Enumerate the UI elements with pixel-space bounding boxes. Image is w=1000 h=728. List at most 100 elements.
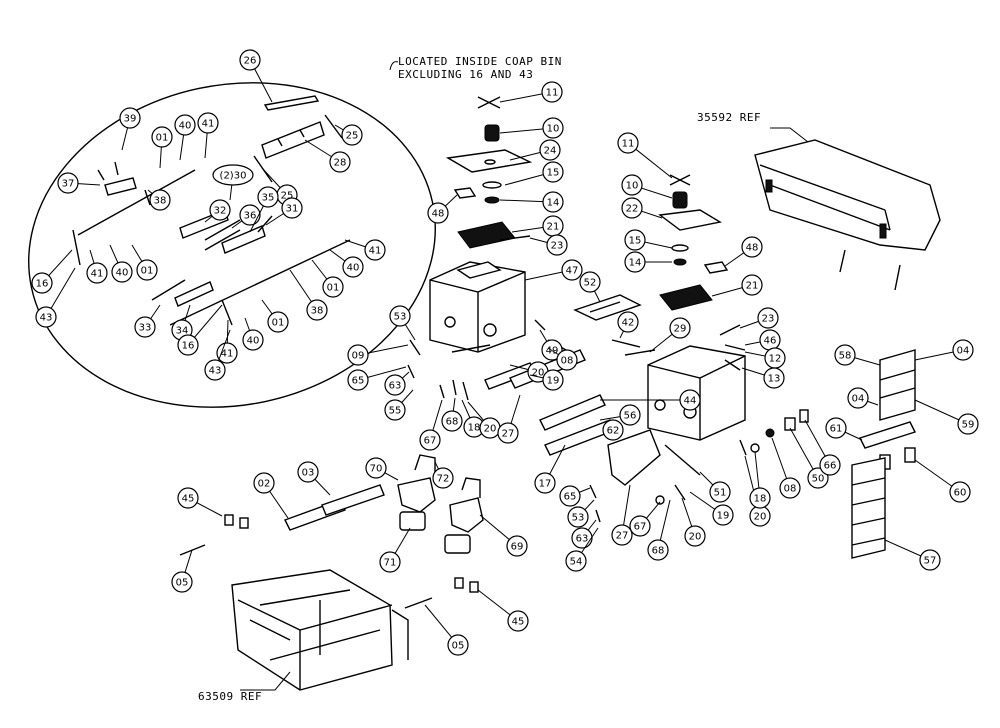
callout-label: 54 — [570, 557, 583, 568]
callout-20: 20 — [681, 497, 706, 547]
part-14-washer — [484, 196, 500, 204]
ladder-parts — [851, 349, 916, 559]
part-22-plate — [658, 209, 722, 231]
note-inside-bin-line1: LOCATED INSIDE COAP BIN — [398, 55, 562, 68]
callout-label: 57 — [924, 556, 937, 567]
part-68-bolt — [452, 379, 457, 396]
part-29-pin — [624, 349, 656, 356]
callout-label: 68 — [446, 417, 459, 428]
callout-bubble — [542, 191, 564, 213]
callout-40: 40 — [242, 317, 264, 351]
callout-bubble — [447, 634, 469, 656]
inset-note-leader — [389, 61, 399, 71]
callout-23: 23 — [529, 234, 568, 256]
part-42-pin — [611, 339, 641, 348]
callout-69: 69 — [479, 514, 528, 557]
callout-label: 23 — [551, 241, 564, 252]
part-20-bolt — [462, 381, 469, 401]
part-15-washer-right — [671, 244, 689, 252]
callout-label: 60 — [954, 488, 967, 499]
callout-08: 08 — [547, 347, 578, 371]
shaft-lower — [169, 239, 351, 326]
callout-label: 31 — [286, 204, 299, 215]
callout-26: 26 — [239, 49, 273, 103]
ref-35592-leader — [770, 127, 809, 143]
callout-bubble — [819, 454, 841, 476]
callout-20: 20 — [744, 455, 771, 527]
callout-label: 26 — [244, 56, 257, 67]
part-39-pin — [114, 161, 119, 176]
callout-bubble — [542, 117, 564, 139]
part-50-block — [784, 417, 796, 431]
callout-57: 57 — [884, 539, 941, 571]
callout-label: 41 — [221, 349, 234, 360]
callout-40: 40 — [109, 244, 133, 283]
callout-label: 19 — [547, 376, 560, 387]
callout-label: 15 — [547, 168, 560, 179]
callout-label: 14 — [629, 258, 642, 269]
callout-bubble — [111, 261, 133, 283]
callout-bubble — [556, 349, 578, 371]
callout-label: 43 — [209, 366, 222, 377]
callout-bubble — [952, 339, 974, 361]
part-65-bolt-b — [589, 484, 597, 499]
part-11-nut — [477, 96, 501, 109]
callout-63: 63 — [571, 519, 597, 549]
callout-label: 43 — [40, 313, 53, 324]
callout-01: 01 — [151, 126, 173, 169]
callout-bubble — [364, 239, 386, 261]
part-14-washer-right — [673, 258, 687, 266]
callout-10: 10 — [499, 117, 564, 139]
callout-label: 25 — [281, 191, 294, 202]
callout-label: 01 — [327, 283, 340, 294]
part-57-ladder — [851, 457, 886, 559]
part-28-plate — [261, 121, 325, 159]
callout-bubble — [197, 112, 219, 134]
callout-bubble — [239, 204, 261, 226]
callout-bubble — [497, 422, 519, 444]
callout-31: 31 — [265, 197, 303, 226]
callout-19: 19 — [529, 369, 564, 391]
part-03-rail — [321, 484, 385, 516]
callout-bubble — [57, 172, 79, 194]
callout-15: 15 — [504, 161, 564, 186]
part-20-bolt-b — [739, 439, 747, 456]
part-27-chute — [607, 429, 661, 486]
part-24-hole — [484, 159, 496, 165]
callout-39: 39 — [119, 107, 141, 151]
bracket-35592-leg-b — [894, 264, 901, 291]
callout-04: 04 — [914, 339, 974, 361]
callout-23: 23 — [739, 307, 779, 329]
callout-72: 72 — [432, 461, 454, 489]
part-24-plate — [445, 149, 533, 173]
callout-label: 50 — [812, 474, 825, 485]
part-25-rod-a — [324, 114, 343, 139]
callout-bubble — [507, 610, 529, 632]
callout-label: 42 — [622, 318, 635, 329]
part-52-tray — [573, 294, 642, 321]
callout-label: 52 — [584, 278, 597, 289]
callout-21: 21 — [711, 274, 763, 297]
callout-bubble — [342, 256, 364, 278]
callout-label: 13 — [768, 374, 781, 385]
callout-32: 32 — [204, 199, 231, 223]
part-16-pin-left — [72, 229, 81, 266]
callout-bubble — [757, 307, 779, 329]
callout-bubble — [379, 551, 401, 573]
callout-label: 67 — [424, 436, 437, 447]
callout-label: 37 — [62, 179, 75, 190]
callout-11: 11 — [499, 81, 563, 103]
callout-label: 72 — [437, 474, 450, 485]
part-10-knob-right — [672, 191, 688, 209]
callout-38: 38 — [147, 189, 171, 211]
callout-bubble — [669, 317, 691, 339]
callout-label: 04 — [957, 346, 970, 357]
callout-50: 50 — [789, 427, 829, 489]
callout-12: 12 — [744, 347, 786, 369]
callout-label: 01 — [141, 266, 154, 277]
callout-08: 08 — [771, 437, 801, 499]
callout-label: 41 — [369, 246, 382, 257]
callout-label: 32 — [214, 206, 227, 217]
callout-bubble — [957, 413, 979, 435]
part-60-block-b — [904, 447, 916, 463]
